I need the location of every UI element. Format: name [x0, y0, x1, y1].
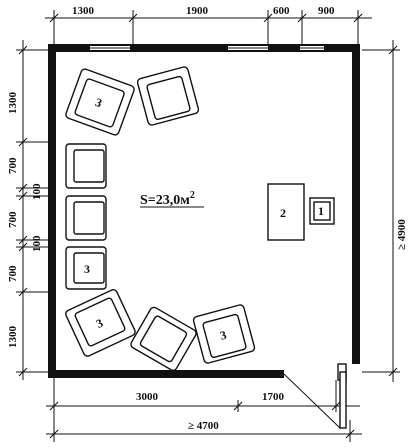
left-dim-3: 100 — [31, 183, 43, 200]
top-dim-4: 900 — [318, 5, 335, 17]
right-dimension-line: ≥ 4900 — [362, 40, 408, 382]
bottom-dim-2: 1700 — [262, 391, 285, 403]
area-superscript: 2 — [190, 190, 195, 201]
armchair — [65, 143, 107, 189]
top-dimension-line: 1300 1900 600 900 — [45, 5, 372, 48]
armchair — [130, 306, 197, 372]
svg-text:S=23,0м2: S=23,0м2 — [140, 190, 195, 208]
armchair: 3 — [192, 304, 256, 364]
left-dim-6: 700 — [7, 265, 19, 282]
armchair-label: 3 — [94, 95, 104, 110]
top-dim-3: 600 — [273, 5, 290, 17]
door — [283, 363, 347, 429]
left-dim-7: 1300 — [7, 326, 19, 349]
top-dim-2: 1900 — [186, 5, 209, 17]
area-text: S=23,0м — [140, 193, 190, 208]
armchair: 3 — [65, 289, 136, 357]
armchair — [65, 195, 107, 241]
armchair-label: 3 — [84, 262, 90, 276]
area-label: S=23,0м2 — [140, 190, 204, 208]
left-dim-1: 1300 — [7, 92, 19, 115]
right-dim: ≥ 4900 — [396, 219, 408, 250]
walls — [48, 44, 360, 378]
bottom-dim-1: 3000 — [136, 391, 159, 403]
chair: 1 — [309, 197, 335, 225]
left-dim-4: 700 — [7, 211, 19, 228]
desk: 2 — [267, 183, 305, 241]
chair-label: 1 — [318, 204, 324, 218]
armchair-label: 3 — [219, 328, 228, 343]
left-dim-5: 100 — [31, 235, 43, 252]
bottom-dimension-line: 3000 1700 ≥ 4700 — [46, 376, 362, 442]
armchair: 3 — [65, 68, 135, 136]
desk-label: 2 — [280, 206, 286, 220]
armchair — [136, 66, 200, 126]
left-dimension-line: 1300 700 100 700 100 700 1300 — [7, 40, 52, 380]
bottom-total-dim: ≥ 4700 — [188, 420, 219, 432]
left-dim-2: 700 — [7, 157, 19, 174]
top-dim-1: 1300 — [72, 5, 95, 17]
armchair: 3 — [65, 246, 107, 290]
armchair-label: 3 — [94, 316, 105, 331]
